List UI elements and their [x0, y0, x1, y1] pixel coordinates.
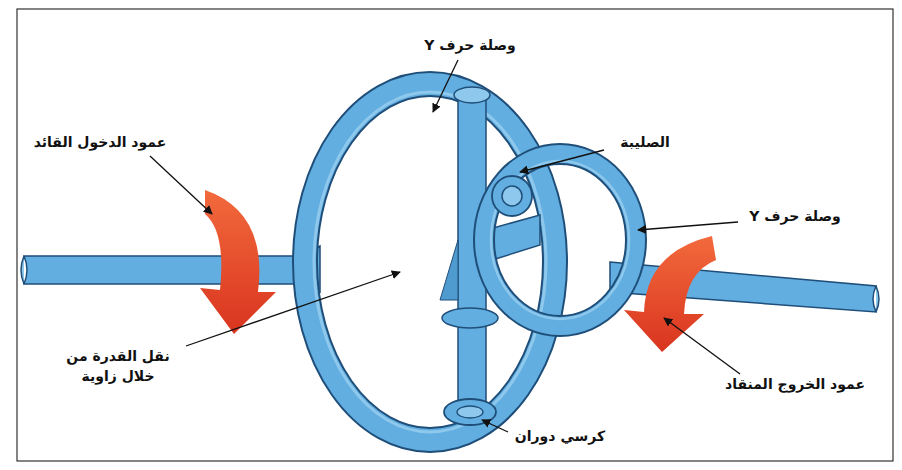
part-label: وصلة حرف Y	[424, 35, 515, 55]
rotation-arrow	[200, 190, 276, 334]
rotation-arrow	[624, 236, 716, 352]
leader-line	[482, 420, 508, 432]
leader-line	[638, 222, 738, 230]
part-label: كرسي دوران	[515, 426, 605, 446]
leader-line	[520, 150, 604, 172]
leader-lines	[150, 60, 740, 432]
part-label: عمود الدخول القائد	[34, 132, 167, 152]
input-yoke	[305, 84, 555, 440]
part-label: وصلة حرف Y	[749, 206, 840, 226]
bearing-cup	[442, 308, 498, 425]
input-shaft	[21, 246, 320, 292]
part-label: عمود الخروج المنقاد	[725, 374, 865, 394]
leader-line	[150, 156, 212, 214]
output-yoke	[484, 154, 636, 326]
leader-line	[664, 318, 740, 374]
part-label: الصليبة	[620, 132, 670, 152]
part-label: نقل القدرة من خلال زاوية	[53, 346, 183, 387]
leader-line	[186, 272, 400, 346]
frame	[17, 9, 893, 461]
leader-line	[433, 60, 458, 112]
